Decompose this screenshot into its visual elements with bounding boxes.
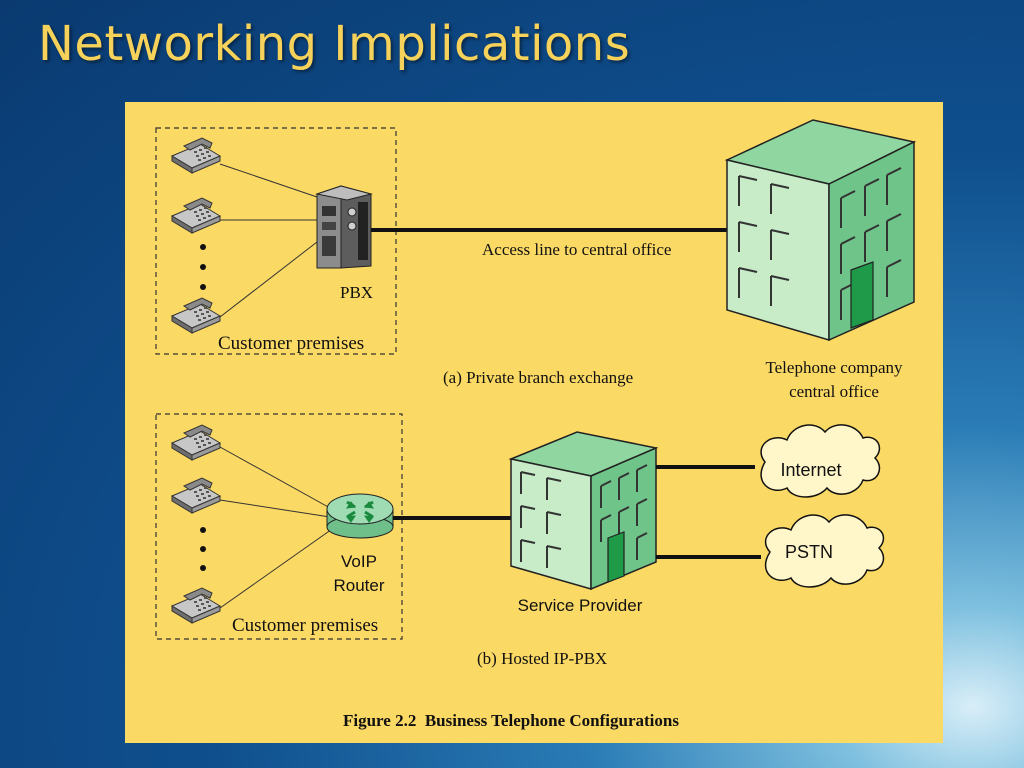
voip-router-icon — [326, 493, 394, 539]
part-b-subtitle: (b) Hosted IP-PBX — [477, 649, 607, 668]
telephone-icon — [171, 137, 221, 174]
telephone-icon — [171, 424, 221, 461]
central-office-label-line2: central office — [789, 382, 879, 401]
customer-premises-box-a — [155, 127, 397, 355]
phone-links-a — [219, 163, 318, 318]
telephone-icon — [171, 587, 221, 624]
phone-links-b — [219, 446, 336, 609]
slide-title: Networking Implications — [38, 16, 631, 72]
customer-premises-box-b — [155, 413, 403, 640]
ellipsis-dots — [200, 244, 206, 290]
service-provider-label: Service Provider — [518, 596, 643, 615]
pstn-label: PSTN — [785, 542, 833, 562]
ellipsis-dots — [200, 527, 206, 571]
part-a-subtitle: (a) Private branch exchange — [443, 368, 633, 387]
router-label-line1: VoIP — [341, 552, 377, 571]
service-provider-building-icon — [508, 431, 659, 591]
router-label-line2: Router — [333, 576, 384, 595]
telephone-icon — [171, 477, 221, 514]
telephone-icon — [171, 197, 221, 234]
internet-cloud-icon — [760, 424, 881, 498]
central-office-building-icon — [724, 119, 917, 342]
figure-caption: Figure 2.2 Business Telephone Configurat… — [343, 711, 679, 730]
pbx-label: PBX — [340, 283, 373, 302]
access-line-label: Access line to central office — [482, 240, 671, 259]
central-office-label-line1: Telephone company — [765, 358, 903, 377]
customer-premises-label-b: Customer premises — [232, 615, 378, 636]
internet-label: Internet — [780, 460, 841, 480]
door-icon — [607, 531, 625, 583]
customer-premises-label-a: Customer premises — [218, 333, 364, 354]
telephone-icon — [171, 297, 221, 334]
door-icon — [850, 261, 874, 329]
pbx-icon — [315, 185, 373, 269]
pstn-cloud-icon — [764, 514, 885, 588]
figure-panel: PBX Customer premises Access line to cen… — [125, 102, 943, 743]
